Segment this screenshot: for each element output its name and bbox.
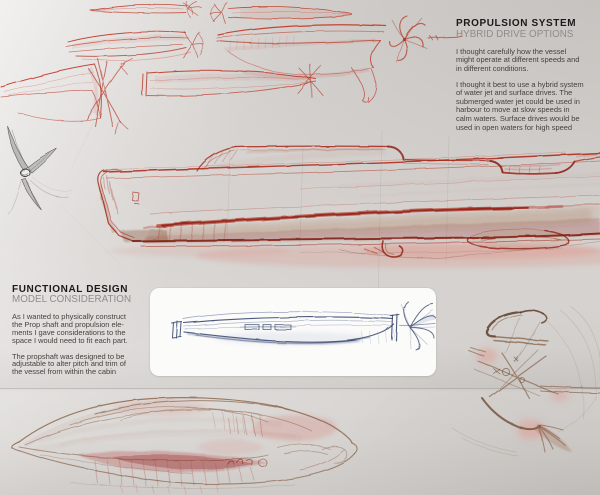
functional-paragraph-2: The propshaft was designed to be adjusta… <box>12 351 142 377</box>
thumbnail-sketch-b <box>209 2 353 24</box>
text-line: the vessel from within the cabin <box>12 367 116 377</box>
text-line: The propshaft was designed to be <box>12 351 125 361</box>
main-yacht-sketch <box>97 145 600 259</box>
propeller-black-sketch <box>7 125 73 215</box>
thumbnail-sketch-a <box>89 1 202 18</box>
functional-subtitle: MODEL CONSIDERATION <box>12 294 132 305</box>
text-line: of water jet and surface drives. The <box>456 88 573 98</box>
text-line: calm waters. Surface drives would be <box>456 113 580 123</box>
text-line: the Prop shaft and propulsion ele- <box>12 320 124 330</box>
propulsion-paragraph-2: I thought it best to use a hybrid system… <box>456 79 598 133</box>
thumbnail-sketch-c <box>65 31 204 61</box>
text-line: in different conditions. <box>456 63 529 73</box>
thumbnail-sketch-f <box>216 15 463 103</box>
functional-paragraph-1: As I wanted to physically construct the … <box>12 313 142 344</box>
stern-drive-detail-sketch <box>451 305 600 457</box>
text-line: might operate at different speeds and <box>456 55 580 65</box>
thumbnail-sketch-d <box>0 57 133 135</box>
text-line: I thought carefully how the vessel <box>456 46 567 56</box>
text-line: submerged water jet could be used in <box>456 96 580 106</box>
propulsion-paragraph-1: I thought carefully how the vessel might… <box>456 46 598 74</box>
propulsion-title: PROPULSION SYSTEM <box>456 18 577 29</box>
blue-sketch <box>170 301 436 351</box>
blue-sketch-panel <box>150 288 436 376</box>
paper-seam-line <box>0 388 600 389</box>
bottom-yacht-sketch <box>11 397 359 495</box>
functional-text-block: FUNCTIONAL DESIGN MODEL CONSIDERATION As… <box>12 283 142 377</box>
text-line: As I wanted to physically construct <box>12 312 126 322</box>
text-line: harbour to move at slow speeds in <box>456 105 570 115</box>
propulsion-text-block: PROPULSION SYSTEM HYBRID DRIVE OPTIONS I… <box>456 18 598 133</box>
functional-title: FUNCTIONAL DESIGN <box>12 283 129 295</box>
text-line: adjustable to alter pitch and trim of <box>12 359 126 369</box>
text-line: used in open waters for high speed <box>456 122 573 132</box>
text-line: ments I gave considerations to the <box>12 328 126 338</box>
text-line: space I would need to fit each part. <box>12 335 128 345</box>
propulsion-subtitle: HYBRID DRIVE OPTIONS <box>456 28 574 40</box>
text-line: I thought it best to use a hybrid system <box>456 79 584 89</box>
thumbnail-sketch-e <box>141 63 323 98</box>
